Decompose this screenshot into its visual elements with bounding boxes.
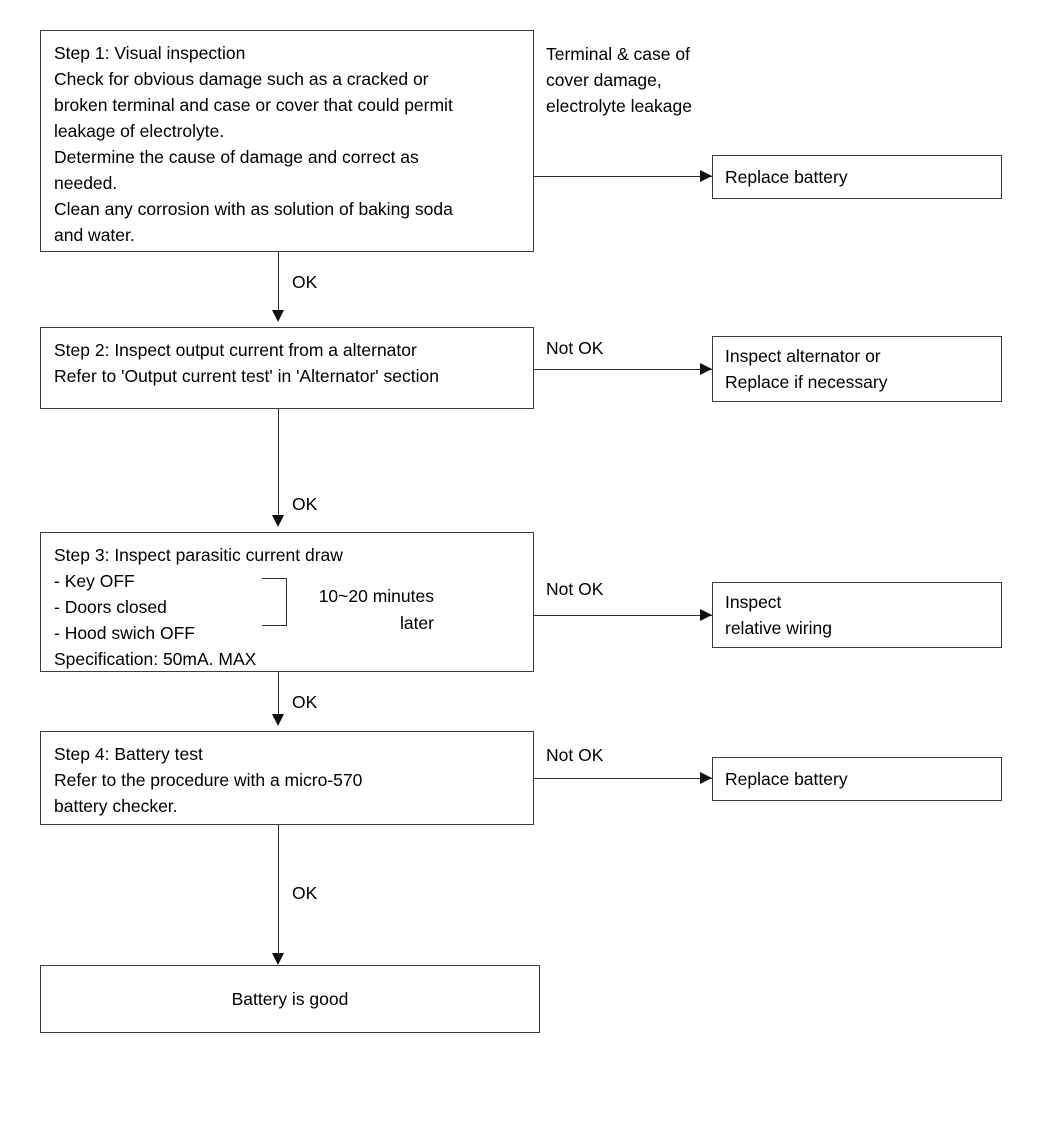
step-4-box[interactable]: Step 4: Battery test Refer to the proced… [40, 731, 534, 825]
step-4-to-result-line [278, 825, 279, 957]
step-2-box[interactable]: Step 2: Inspect output current from a al… [40, 327, 534, 409]
step-2-to-step-3-arrowhead [271, 515, 284, 527]
step-1-result-box[interactable]: Replace battery [712, 155, 1002, 199]
step-1-to-step-2-line [278, 252, 279, 314]
step-4-branch-label: Not OK [546, 745, 604, 765]
step-4-to-result-label: OK [292, 883, 318, 903]
step-1-branch-arrowhead [700, 169, 712, 182]
step-2-result-box[interactable]: Inspect alternator or Replace if necessa… [712, 336, 1002, 402]
step-1-box[interactable]: Step 1: Visual inspection Check for obvi… [40, 30, 534, 252]
step-4-branch-arrowhead [700, 771, 712, 784]
step-4-to-result-arrowhead [271, 953, 284, 965]
step-2-to-step-3-label: OK [292, 494, 318, 514]
step-3-to-step-4-line [278, 672, 279, 718]
step-1-to-step-2-label: OK [292, 272, 318, 292]
step-3-box[interactable]: Step 3: Inspect parasitic current draw -… [40, 532, 534, 672]
step-3-to-step-4-arrowhead [271, 714, 284, 726]
step-1-branch-connector [534, 176, 712, 177]
step-2-to-step-3-line [278, 409, 279, 519]
step-3-result-box[interactable]: Inspect relative wiring [712, 582, 1002, 648]
step-1-branch-label: Terminal & case of cover damage, electro… [546, 44, 692, 116]
step-3-timer-note: 10~20 minutes later [300, 583, 434, 637]
step-1-to-step-2-arrowhead [271, 310, 284, 322]
step-3-branch-connector [534, 615, 712, 616]
step-3-timer-bracket [262, 578, 287, 626]
step-3-to-step-4-label: OK [292, 692, 318, 712]
step-2-branch-label: Not OK [546, 338, 604, 358]
step-4-branch-connector [534, 778, 712, 779]
step-3-timer-line-2: later [399, 613, 434, 633]
step-3-timer-line-1: 10~20 minutes [318, 586, 434, 606]
result-box[interactable]: Battery is good [40, 965, 540, 1033]
step-4-result-box[interactable]: Replace battery [712, 757, 1002, 801]
step-3-branch-label: Not OK [546, 579, 604, 599]
step-2-branch-arrowhead [700, 362, 712, 375]
step-3-branch-arrowhead [700, 608, 712, 621]
step-2-branch-connector [534, 369, 712, 370]
